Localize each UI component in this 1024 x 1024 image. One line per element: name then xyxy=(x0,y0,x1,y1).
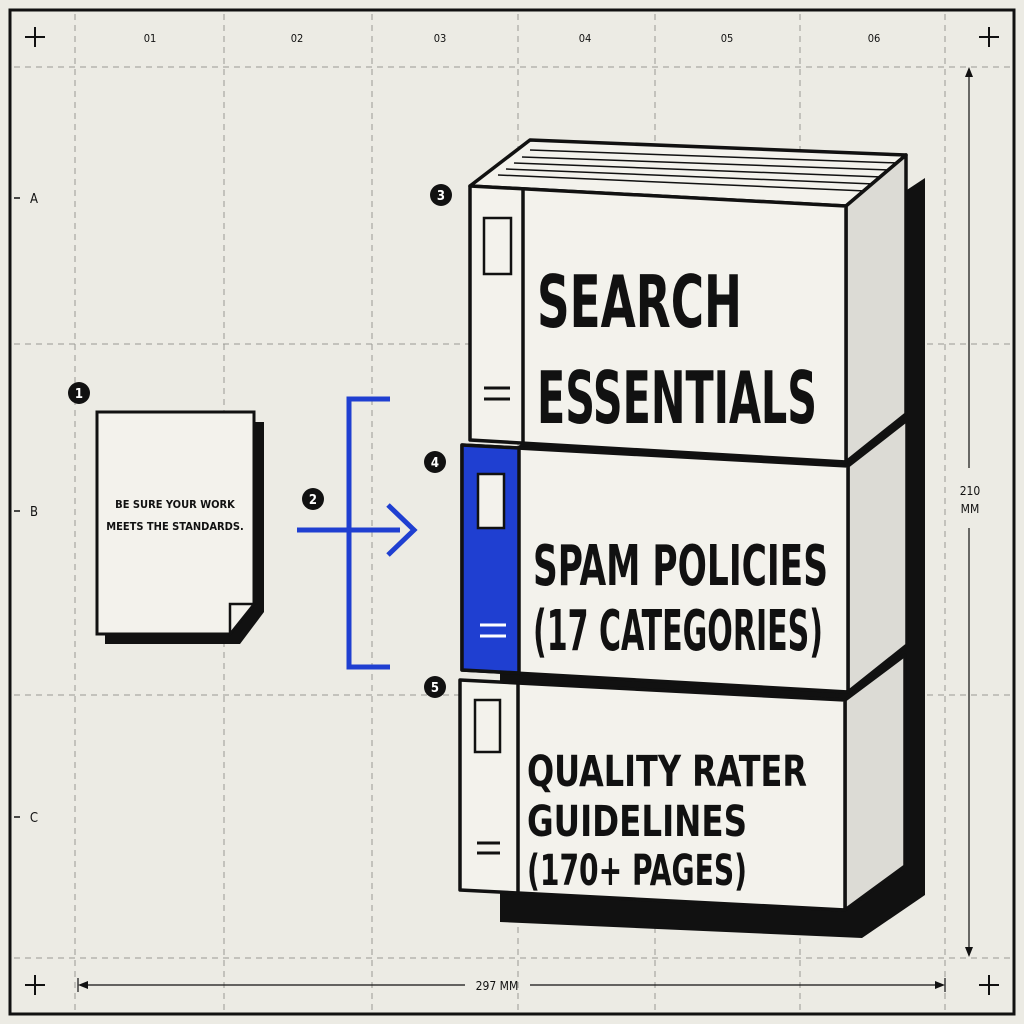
row-label: C xyxy=(30,811,38,826)
book-quality-rater-guidelines: QUALITY RATER GUIDELINES (170+ PAGES) xyxy=(458,653,907,912)
spine-label-slot xyxy=(482,216,513,276)
bracket-arrow xyxy=(297,396,418,670)
row-labels: A B C xyxy=(30,192,38,826)
column-label: 02 xyxy=(291,32,304,45)
marker-1-label: 1 xyxy=(75,387,83,402)
marker-3: 3 xyxy=(430,184,452,206)
marker-3-label: 3 xyxy=(437,189,445,204)
spine-grip-icon xyxy=(477,841,500,855)
marker-2-label: 2 xyxy=(309,493,317,508)
marker-4: 4 xyxy=(424,451,446,473)
marker-1: 1 xyxy=(68,382,90,404)
column-label: 06 xyxy=(868,32,881,45)
binder-stack: QUALITY RATER GUIDELINES (170+ PAGES) SP… xyxy=(458,138,925,938)
height-dimension-unit: MM xyxy=(961,502,980,516)
corner-crosshairs xyxy=(25,27,999,995)
column-label: 05 xyxy=(721,32,734,45)
row-label: B xyxy=(30,505,38,520)
marker-4-label: 4 xyxy=(431,456,439,471)
row-ticks xyxy=(14,197,20,818)
note-text-line-1: BE SURE YOUR WORK xyxy=(115,498,235,511)
column-label: 01 xyxy=(144,32,157,45)
note-card: BE SURE YOUR WORK MEETS THE STANDARDS. xyxy=(95,410,264,644)
spine-grip-icon xyxy=(480,623,506,638)
book-title-line-1: SPAM POLICIES xyxy=(533,534,828,599)
row-label: A xyxy=(30,192,38,207)
book-title-line-2: GUIDELINES xyxy=(527,797,747,847)
height-dimension xyxy=(965,67,973,957)
step-markers: 1 2 3 4 5 xyxy=(68,184,452,698)
book-spam-policies: SPAM POLICIES (17 CATEGORIES) xyxy=(460,418,909,694)
book-title-line-2: ESSENTIALS xyxy=(537,356,817,440)
note-text-line-2: MEETS THE STANDARDS. xyxy=(106,520,244,533)
book-title-line-1: SEARCH xyxy=(537,260,742,344)
column-labels: 01 02 03 04 05 06 xyxy=(144,32,881,45)
marker-2: 2 xyxy=(302,488,324,510)
width-dimension xyxy=(77,978,946,992)
page-edge-lines xyxy=(497,149,899,192)
spine-label-slot xyxy=(473,698,502,754)
column-label: 04 xyxy=(579,32,592,45)
book-title-line-3: (170+ PAGES) xyxy=(527,846,747,896)
marker-5-label: 5 xyxy=(431,681,439,696)
book-title-line-2: (17 CATEGORIES) xyxy=(533,599,823,664)
height-dimension-value: 210 xyxy=(960,484,981,498)
width-dimension-label: 297 MM xyxy=(476,979,519,993)
marker-5: 5 xyxy=(424,676,446,698)
book-search-essentials: SEARCH ESSENTIALS xyxy=(468,138,908,464)
outer-frame xyxy=(8,8,1016,1016)
spine-label-slot xyxy=(476,472,506,530)
book-title-line-1: QUALITY RATER xyxy=(527,747,807,797)
spine-grip-icon xyxy=(484,386,510,401)
column-label: 03 xyxy=(434,32,447,45)
